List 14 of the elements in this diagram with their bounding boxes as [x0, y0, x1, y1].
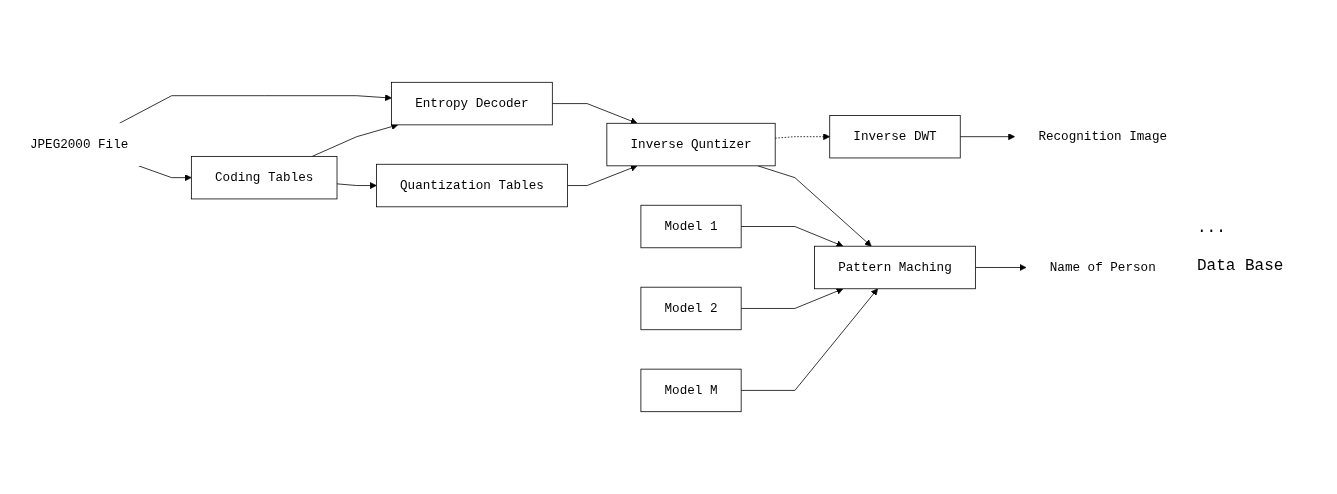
- node-box: Pattern Maching: [814, 245, 976, 290]
- note-label: ...: [1197, 219, 1227, 237]
- node-text: JPEG2000 File: [29, 137, 129, 152]
- note-label: Data Base: [1197, 257, 1285, 275]
- node-box: Entropy Decoder: [391, 81, 553, 126]
- node-box: Quantization Tables: [376, 163, 568, 208]
- node-box: Model M: [640, 368, 742, 413]
- node-box: Coding Tables: [190, 156, 338, 200]
- node-text: Recognition Image: [1038, 129, 1168, 144]
- node-box: Model 2: [640, 286, 742, 331]
- node-text: Name of Person: [1049, 260, 1156, 275]
- node-box: Model 1: [640, 204, 742, 249]
- node-box: Inverse Quntizer: [606, 122, 776, 167]
- node-box: Inverse DWT: [829, 115, 961, 159]
